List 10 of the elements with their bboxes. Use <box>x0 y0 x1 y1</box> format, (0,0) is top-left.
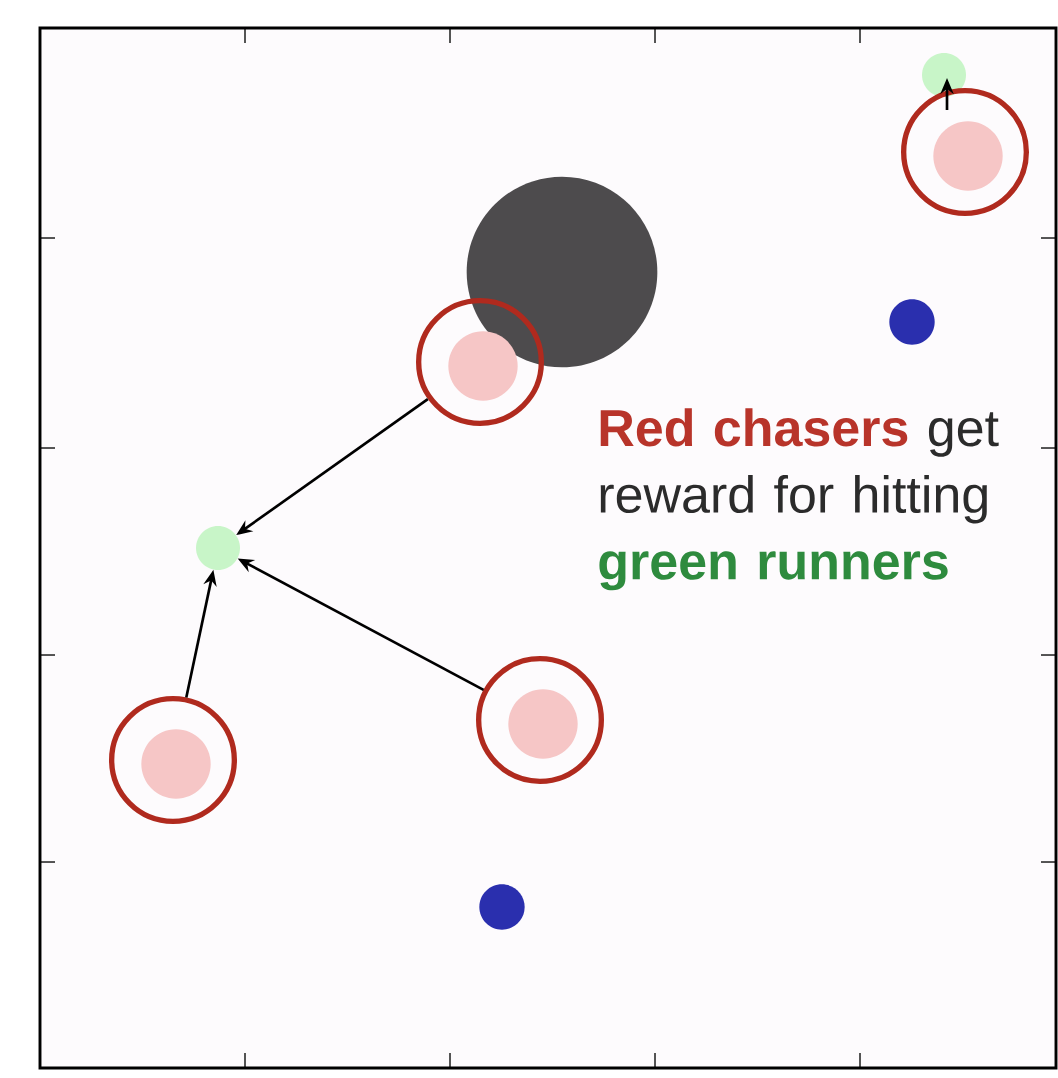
obstacle-circle <box>466 176 658 368</box>
chaser-circle <box>109 696 237 824</box>
annotation-text: Red chasers get reward for hitting green runners <box>599 408 999 591</box>
runner-dot <box>922 53 966 97</box>
chaser-circle <box>901 88 1029 216</box>
chaser-circle <box>416 298 544 426</box>
runner-dot <box>196 526 240 570</box>
chaser-circle <box>476 656 604 784</box>
landmark-dot <box>889 299 935 345</box>
landmark-dot <box>479 884 525 930</box>
